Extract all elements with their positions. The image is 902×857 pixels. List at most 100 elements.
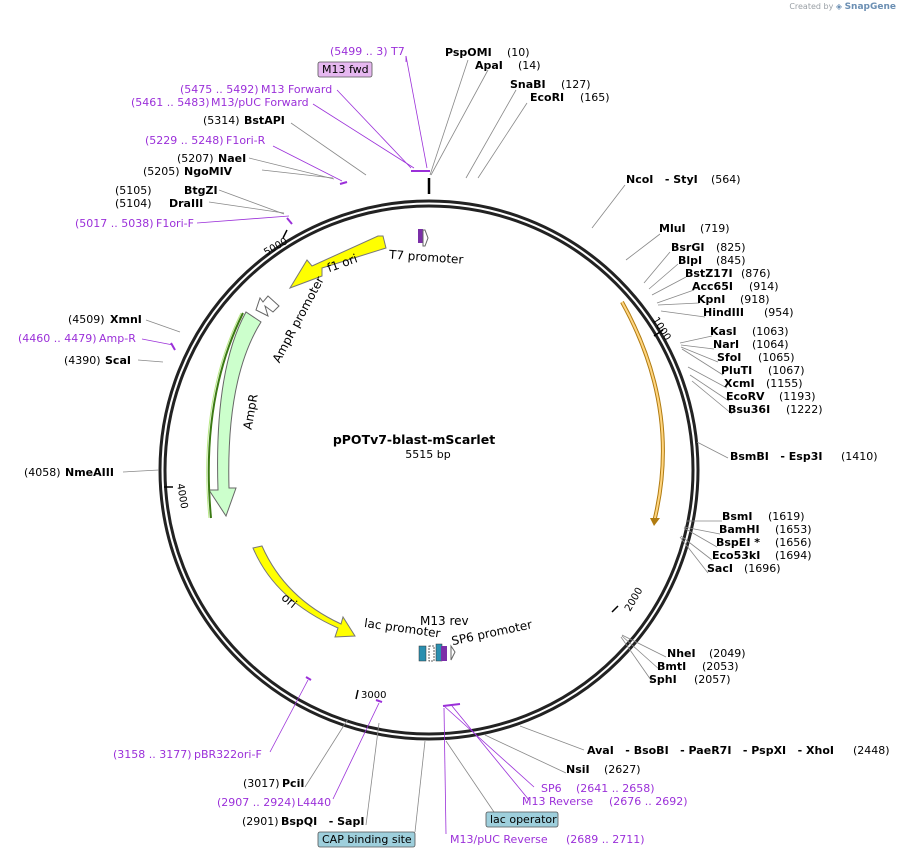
site-sfoi-name: SfoI [717, 351, 741, 364]
orange-feature-arrowhead [650, 518, 660, 526]
f1-ori-label: f1 ori [325, 251, 359, 275]
site-bsmbi-esp3i-pos: (1410) [841, 450, 878, 463]
primer-name-m13-reverse: M13 Reverse [522, 795, 593, 808]
site-saci-pos: (1696) [744, 562, 781, 575]
site-bspqi-sapi-name: BspQI - SapI [281, 815, 364, 828]
tick-5000 [282, 229, 288, 239]
m13-fwd-box [317, 61, 373, 78]
site-pluti-pos: (1067) [768, 364, 805, 377]
plasmid-length: 5515 bp [405, 448, 450, 461]
site-bmti-name: BmtI [657, 660, 686, 673]
site-hindiii-pos: (954) [764, 306, 794, 319]
m13-rev-block [441, 646, 447, 661]
leader-pspomi [429, 59, 469, 176]
site-ecori-name: EcoRI [530, 91, 564, 104]
site-scai-pos: (4390) [64, 354, 101, 367]
site-btgzi-pos: (5105) [115, 184, 152, 197]
f1-ori-arrow [288, 235, 387, 289]
site-kasi-name: KasI [710, 325, 737, 338]
credit-brand: SnapGene [844, 2, 896, 12]
site-apai-name: ApaI [475, 59, 503, 72]
site-blpi-pos: (845) [716, 254, 746, 267]
restriction-site-labels: PspOMI (10) ApaI (14) SnaBI (127) EcoRI … [24, 46, 890, 828]
primer-name-m13-forward: M13 Forward [261, 83, 332, 96]
primer-name-l4440: L4440 [297, 796, 331, 809]
site-ncoi-styi-name: NcoI - StyI [626, 173, 698, 186]
t7-primer-mark [418, 229, 423, 243]
site-xcmi-name: XcmI [724, 377, 755, 390]
site-ncoi-styi-pos: (564) [711, 173, 741, 186]
tick-2000 [611, 605, 619, 613]
primer-name-pbr322ori-f: pBR322ori-F [194, 748, 262, 761]
primer-name-m13puc-reverse: M13/pUC Reverse [450, 833, 548, 846]
site-snabi-name: SnaBI [510, 78, 546, 91]
site-pluti-name: PluTI [721, 364, 752, 377]
lac-operator-block [418, 645, 427, 662]
primer-range-l4440: (2907 .. 2924) [217, 796, 296, 809]
site-xmni-name: XmnI [110, 313, 142, 326]
primer-mark-f1ori-f [286, 217, 293, 225]
site-pcii-name: PciI [282, 777, 304, 790]
ampr-promoter-arrow [255, 295, 280, 317]
primer-mark-pbr322ori-f [305, 676, 312, 681]
primer-leader-lines [141, 55, 535, 835]
tick-label-3000: 3000 [361, 690, 386, 701]
ampr-strand-line [207, 312, 244, 519]
site-naei-pos: (5207) [177, 152, 214, 165]
site-sphi-pos: (2057) [694, 673, 731, 686]
site-hindiii-name: HindIII [703, 306, 744, 319]
site-bstz17i-pos: (876) [741, 267, 771, 280]
site-draiii-pos: (5104) [115, 197, 152, 210]
site-avai-xhoi-pos: (2448) [853, 744, 890, 757]
ori-arrow [252, 545, 356, 638]
site-bsmbi-esp3i-name: BsmBI - Esp3I [730, 450, 822, 463]
site-bamhi-pos: (1653) [775, 523, 812, 536]
t7-promoter-label: T7 promoter [388, 248, 464, 267]
primer-mark-f1ori-r [339, 181, 348, 185]
site-bamhi-name: BamHI [719, 523, 760, 536]
site-ngomiv-pos: (5205) [143, 165, 180, 178]
ampr-label: AmpR [241, 393, 261, 431]
site-bsmi-pos: (1619) [768, 510, 805, 523]
primer-range-sp6: (2641 .. 2658) [576, 782, 655, 795]
primer-marks [170, 170, 461, 707]
site-btgzi-name: BtgZI [184, 184, 218, 197]
t7-promoter-arrow [422, 229, 429, 247]
site-ecorv-name: EcoRV [726, 390, 765, 403]
tick-label-4000: 4000 [174, 483, 189, 510]
primer-labels: (5499 .. 3) T7 (5475 .. 5492) M13 Forwar… [18, 45, 688, 846]
site-snabi-pos: (127) [561, 78, 591, 91]
site-bspqi-sapi-pos: (2901) [242, 815, 279, 828]
site-xmni-pos: (4509) [68, 313, 105, 326]
site-sfoi-pos: (1065) [758, 351, 795, 364]
site-draiii-name: DraIII [169, 197, 203, 210]
lac-operator-box-label: lac operator [490, 813, 557, 826]
plasmid-name: pPOTv7-blast-mScarlet [333, 432, 495, 447]
m13-rev-label: M13 rev [420, 614, 469, 628]
site-blpi-name: BlpI [678, 254, 702, 267]
site-bspei-pos: (1656) [775, 536, 812, 549]
site-bspei-name: BspEI * [716, 536, 760, 549]
site-ngomiv-name: NgoMIV [184, 165, 233, 178]
site-bsu36i-name: Bsu36I [728, 403, 770, 416]
site-apai-pos: (14) [518, 59, 541, 72]
site-scai-name: ScaI [105, 354, 131, 367]
site-nsii-pos: (2627) [604, 763, 641, 776]
orange-feature-arc-inner [621, 301, 664, 523]
primer-range-f1ori-r: (5229 .. 5248) [145, 134, 224, 147]
site-ecorv-pos: (1193) [779, 390, 816, 403]
tick-3000 [355, 689, 359, 700]
site-bsrgi-name: BsrGI [671, 241, 704, 254]
ampr-promoter-label: AmpR promoter [270, 274, 327, 365]
site-nmeaiii-pos: (4058) [24, 466, 61, 479]
site-bsu36i-pos: (1222) [786, 403, 823, 416]
ampr-strand-highlight [206, 312, 242, 519]
credit-prefix: Created by [789, 2, 834, 11]
site-eco53ki-pos: (1694) [775, 549, 812, 562]
site-mlui-name: MluI [659, 222, 686, 235]
primer-name-amp-r: Amp-R [99, 332, 136, 345]
primer-name-f1ori-f: F1ori-F [156, 217, 194, 230]
site-nari-pos: (1064) [752, 338, 789, 351]
m13-fwd-box-label: M13 fwd [322, 63, 369, 76]
